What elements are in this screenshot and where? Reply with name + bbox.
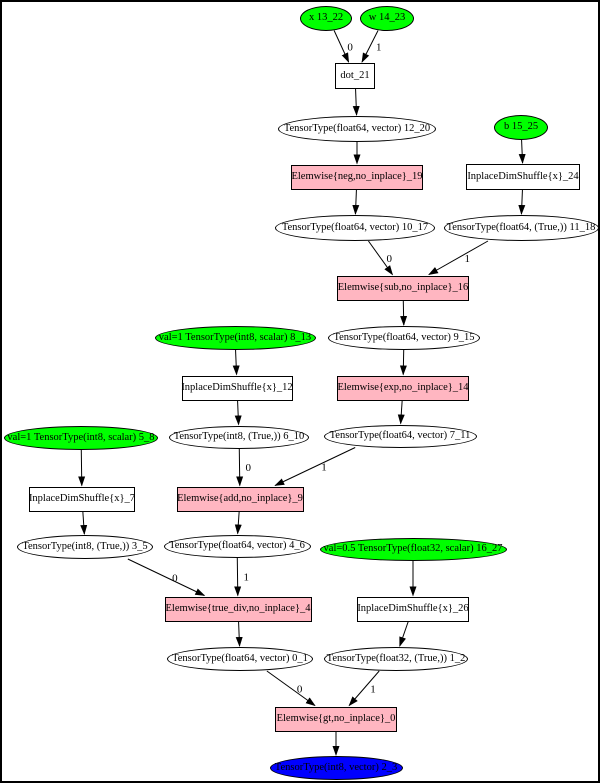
- node-t5_8: val=1 TensorType(int8, scalar) 5_8: [4, 426, 158, 450]
- edge-w_14_23-to-dot_21: [361, 30, 379, 63]
- node-t0_1: TensorType(float64, vector) 0_1: [167, 647, 313, 671]
- node-ids_26: InplaceDimShuffle{x}_26: [357, 596, 469, 622]
- edge-dot_21-to-t12_20: [352, 88, 360, 116]
- node-t11_18: TensorType(float64, (True,)) 11_18: [443, 215, 598, 241]
- edge-label-t0_1-to-gt_0: 0: [297, 683, 303, 695]
- node-w_14_23: w 14_23: [360, 5, 414, 31]
- edge-label-t10_17-to-sub_16: 0: [386, 253, 392, 265]
- edge-t9_15-to-exp_14: [399, 349, 407, 376]
- node-t4_6: TensorType(float64, vector) 4_6: [163, 534, 311, 558]
- node-t7_11: TensorType(float64, vector) 7_11: [323, 424, 477, 448]
- edge-label-t3_5-to-true_div_4: 0: [172, 572, 178, 584]
- edge-neg_19-to-t10_17: [352, 189, 360, 215]
- edge-t7_11-to-add_9: [274, 447, 356, 486]
- edge-t8_13-to-ids_12: [232, 349, 240, 376]
- edge-t3_5-to-true_div_4: [127, 558, 206, 596]
- edge-label-x_13_22-to-dot_21: 0: [347, 41, 353, 53]
- node-neg_19: Elemwise{neg,no_inplace}_19: [291, 164, 423, 190]
- edge-x_13_22-to-dot_21: [333, 30, 350, 63]
- edge-ids_7-to-t3_5: [80, 511, 88, 535]
- node-ids_7: InplaceDimShuffle{x}_7: [29, 486, 135, 512]
- node-t8_13: val=1 TensorType(int8, scalar) 8_13: [154, 326, 316, 350]
- edge-label-t11_18-to-sub_16: 1: [464, 253, 470, 265]
- node-t9_15: TensorType(float64, vector) 9_15: [328, 326, 480, 350]
- node-b_15_25: b 15_25: [494, 114, 548, 140]
- node-ids_24: InplaceDimShuffle{x}_24: [466, 164, 580, 190]
- edge-b_15_25-to-ids_24: [518, 139, 526, 164]
- edge-ids_24-to-t11_18: [518, 189, 526, 215]
- node-ids_12: InplaceDimShuffle{x}_12: [181, 375, 293, 401]
- edge-t1_2-to-gt_0: [348, 670, 380, 707]
- node-x_13_22: x 13_22: [300, 5, 352, 31]
- node-t16_27: val=0.5 TensorType(float32, scalar) 16_2…: [319, 537, 507, 561]
- edge-t0_1-to-gt_0: [266, 670, 316, 707]
- node-t12_20: TensorType(float64, vector) 12_20: [278, 116, 436, 142]
- node-t1_2: TensorType(float32, (True,)) 1_2: [324, 647, 468, 671]
- edge-ids_12-to-t6_10: [234, 400, 242, 426]
- node-t2_3: TensorType(int8, vector) 2_3: [269, 756, 403, 780]
- edge-ids_26-to-t1_2: [399, 621, 409, 647]
- node-t10_17: TensorType(float64, vector) 10_17: [275, 215, 435, 241]
- edge-label-t7_11-to-add_9: 1: [321, 462, 327, 474]
- node-true_div_4: Elemwise{true_div,no_inplace}_4: [164, 596, 312, 622]
- edge-add_9-to-t4_6: [234, 511, 242, 535]
- node-gt_0: Elemwise{gt,no_inplace}_0: [275, 706, 397, 732]
- edge-true_div_4-to-t0_1: [235, 621, 243, 647]
- node-exp_14: Elemwise{exp,no_inplace}_14: [337, 375, 469, 401]
- node-t3_5: TensorType(int8, (True,)) 3_5: [17, 535, 153, 559]
- edge-t11_18-to-sub_16: [428, 240, 489, 275]
- node-t6_10: TensorType(int8, (True,)) 6_10: [169, 425, 309, 449]
- edge-t5_8-to-ids_7: [78, 449, 86, 487]
- edge-label-t6_10-to-add_9: 0: [246, 462, 252, 474]
- edge-t4_6-to-true_div_4: [234, 557, 242, 597]
- edge-t6_10-to-add_9: [236, 448, 244, 487]
- edge-label-t1_2-to-gt_0: 1: [370, 683, 376, 695]
- node-dot_21: dot_21: [335, 63, 375, 89]
- node-add_9: Elemwise{add,no_inplace}_9: [176, 486, 304, 512]
- edge-label-w_14_23-to-dot_21: 1: [376, 41, 382, 53]
- edge-t10_17-to-sub_16: [368, 240, 394, 276]
- edge-label-t4_6-to-true_div_4: 1: [244, 572, 250, 584]
- node-sub_16: Elemwise{sub,no_inplace}_16: [337, 275, 469, 301]
- edge-sub_16-to-t9_15: [400, 300, 408, 326]
- edge-exp_14-to-t7_11: [397, 400, 405, 425]
